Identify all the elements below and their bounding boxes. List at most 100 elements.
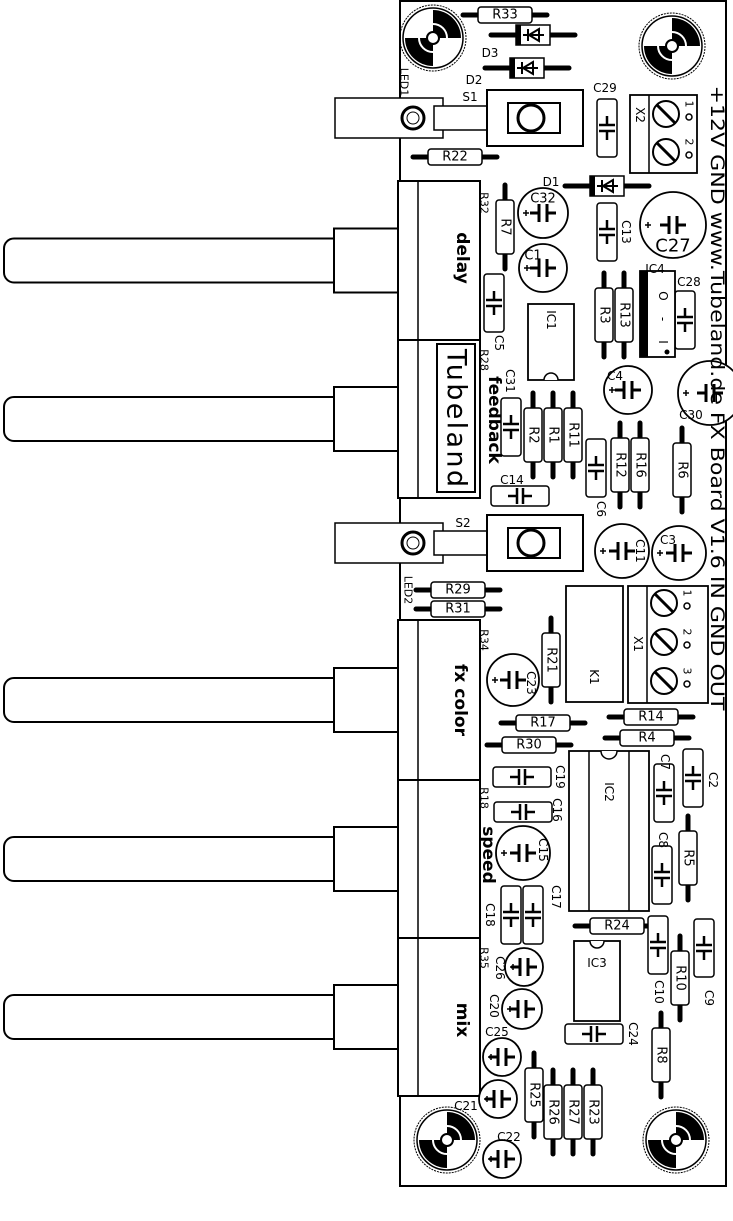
electrolytic-capacitor-C4: C4 xyxy=(603,365,653,415)
capacitor-icon xyxy=(582,1026,606,1042)
resistor-label: R3 xyxy=(597,306,612,323)
film-capacitor-C9: C9 xyxy=(693,918,716,1006)
polarized-capacitor-icon xyxy=(615,381,641,399)
film-capacitor-C18: C18 xyxy=(483,885,522,945)
capacitor-icon xyxy=(510,769,534,785)
electrolytic-capacitor-C15: C15 xyxy=(495,825,551,881)
pot-bushing xyxy=(333,984,399,1050)
capacitor-label: C3 xyxy=(660,533,676,547)
resistor-label: R16 xyxy=(633,452,648,478)
electrolytic-capacitor-C22: C22 xyxy=(482,1130,522,1179)
resistor-R7: R7 xyxy=(495,182,515,272)
capacitor-icon xyxy=(599,116,615,140)
led-label: LED2 xyxy=(402,576,415,605)
ic-label: IC3 xyxy=(587,956,607,970)
resistor-label: R21 xyxy=(544,647,559,673)
capacitor-label: C5 xyxy=(492,335,506,351)
resistor-label: R5 xyxy=(681,849,696,866)
resistor-label: R4 xyxy=(638,731,655,746)
terminal-label: X1 xyxy=(631,636,645,652)
diode-D1: D1 xyxy=(543,175,652,197)
resistor-label: R29 xyxy=(445,583,471,598)
board-title: +12V GND www.Tubeland.de FX Board V1.6 I… xyxy=(706,86,728,711)
led-label: LED1 xyxy=(398,68,411,97)
electrolytic-capacitor-C32: C32 xyxy=(517,187,569,239)
capacitor-label: C21 xyxy=(454,1099,478,1113)
diode-D2: D2 xyxy=(466,57,572,87)
resistor-label: R23 xyxy=(586,1099,601,1125)
film-capacitor-C5: C5 xyxy=(483,273,506,351)
capacitor-icon xyxy=(511,804,535,820)
diode-label: D2 xyxy=(466,73,483,87)
ic-IC2: IC2 xyxy=(568,750,650,912)
pot-body xyxy=(397,180,481,341)
resistor-R13: R13 xyxy=(614,270,634,360)
led-icon xyxy=(400,105,426,131)
pot-label: delay xyxy=(452,232,472,284)
capacitor-label: C1 xyxy=(524,249,541,264)
resistor-R22: R22 xyxy=(410,148,500,166)
resistor-R10: R10 xyxy=(670,933,690,1023)
resistor-R31: R31 xyxy=(413,600,503,618)
film-capacitor-C2: C2 xyxy=(682,748,720,808)
capacitor-label: C14 xyxy=(500,473,524,487)
resistor-R1: R1 xyxy=(543,390,563,480)
capacitor-icon xyxy=(486,291,502,315)
resistor-label: R26 xyxy=(546,1099,561,1125)
pin-number: 1 xyxy=(683,101,696,108)
electrolytic-capacitor-C30: C30 xyxy=(677,360,733,426)
mounting-hole-icon xyxy=(413,1106,481,1174)
resistor-label: R17 xyxy=(530,716,556,731)
capacitor-icon xyxy=(654,863,670,887)
tubeland-logo: Tubeland xyxy=(436,343,476,493)
capacitor-label: C26 xyxy=(493,956,507,980)
film-capacitor-C14: C14 xyxy=(490,473,550,507)
switch-knob xyxy=(516,103,546,133)
led-housing xyxy=(334,97,444,139)
pin-label: I xyxy=(656,340,670,344)
resistor-label: R14 xyxy=(638,710,664,725)
resistor-R16: R16 xyxy=(630,420,650,510)
capacitor-label: C15 xyxy=(536,838,550,862)
resistor-R29: R29 xyxy=(413,581,503,599)
film-capacitor-C19: C19 xyxy=(492,765,567,789)
film-capacitor-C8: C8 xyxy=(651,832,673,905)
capacitor-icon xyxy=(588,456,604,480)
resistor-R30: R30 xyxy=(484,736,574,754)
capacitor-label: C28 xyxy=(677,275,701,289)
capacitor-icon xyxy=(685,766,701,790)
pot-shaft xyxy=(3,237,345,284)
relay-K1: K1 xyxy=(565,585,624,703)
switch-knob xyxy=(516,528,546,558)
capacitor-label: C16 xyxy=(550,798,564,822)
electrolytic-capacitor-C21: C21 xyxy=(454,1079,518,1119)
pot-label: fx color xyxy=(450,664,470,737)
ic-label: IC2 xyxy=(602,782,616,802)
capacitor-label: C32 xyxy=(530,192,556,207)
capacitor-label: C7 xyxy=(658,754,672,770)
pin-number: 2 xyxy=(681,629,694,636)
diode-label: D3 xyxy=(482,46,499,60)
pot-ref: R28 xyxy=(478,349,491,371)
resistor-R8: R8 xyxy=(651,1010,671,1100)
pin-label: O xyxy=(656,291,670,300)
resistor-R4: R4 xyxy=(602,729,692,747)
polarized-capacitor-icon xyxy=(500,671,526,689)
terminal-label: X2 xyxy=(633,107,647,123)
capacitor-icon xyxy=(503,415,519,439)
electrolytic-capacitor-C3: C3 xyxy=(651,525,707,581)
pot-ref: R35 xyxy=(478,947,491,969)
polarized-capacitor-icon xyxy=(530,204,556,222)
film-capacitor-C17: C17 xyxy=(522,885,563,945)
pot-shaft xyxy=(3,836,345,882)
pot-ref: R32 xyxy=(478,192,491,214)
capacitor-label: C30 xyxy=(679,408,703,422)
resistor-label: R22 xyxy=(442,150,468,165)
capacitor-label: C29 xyxy=(593,81,617,95)
